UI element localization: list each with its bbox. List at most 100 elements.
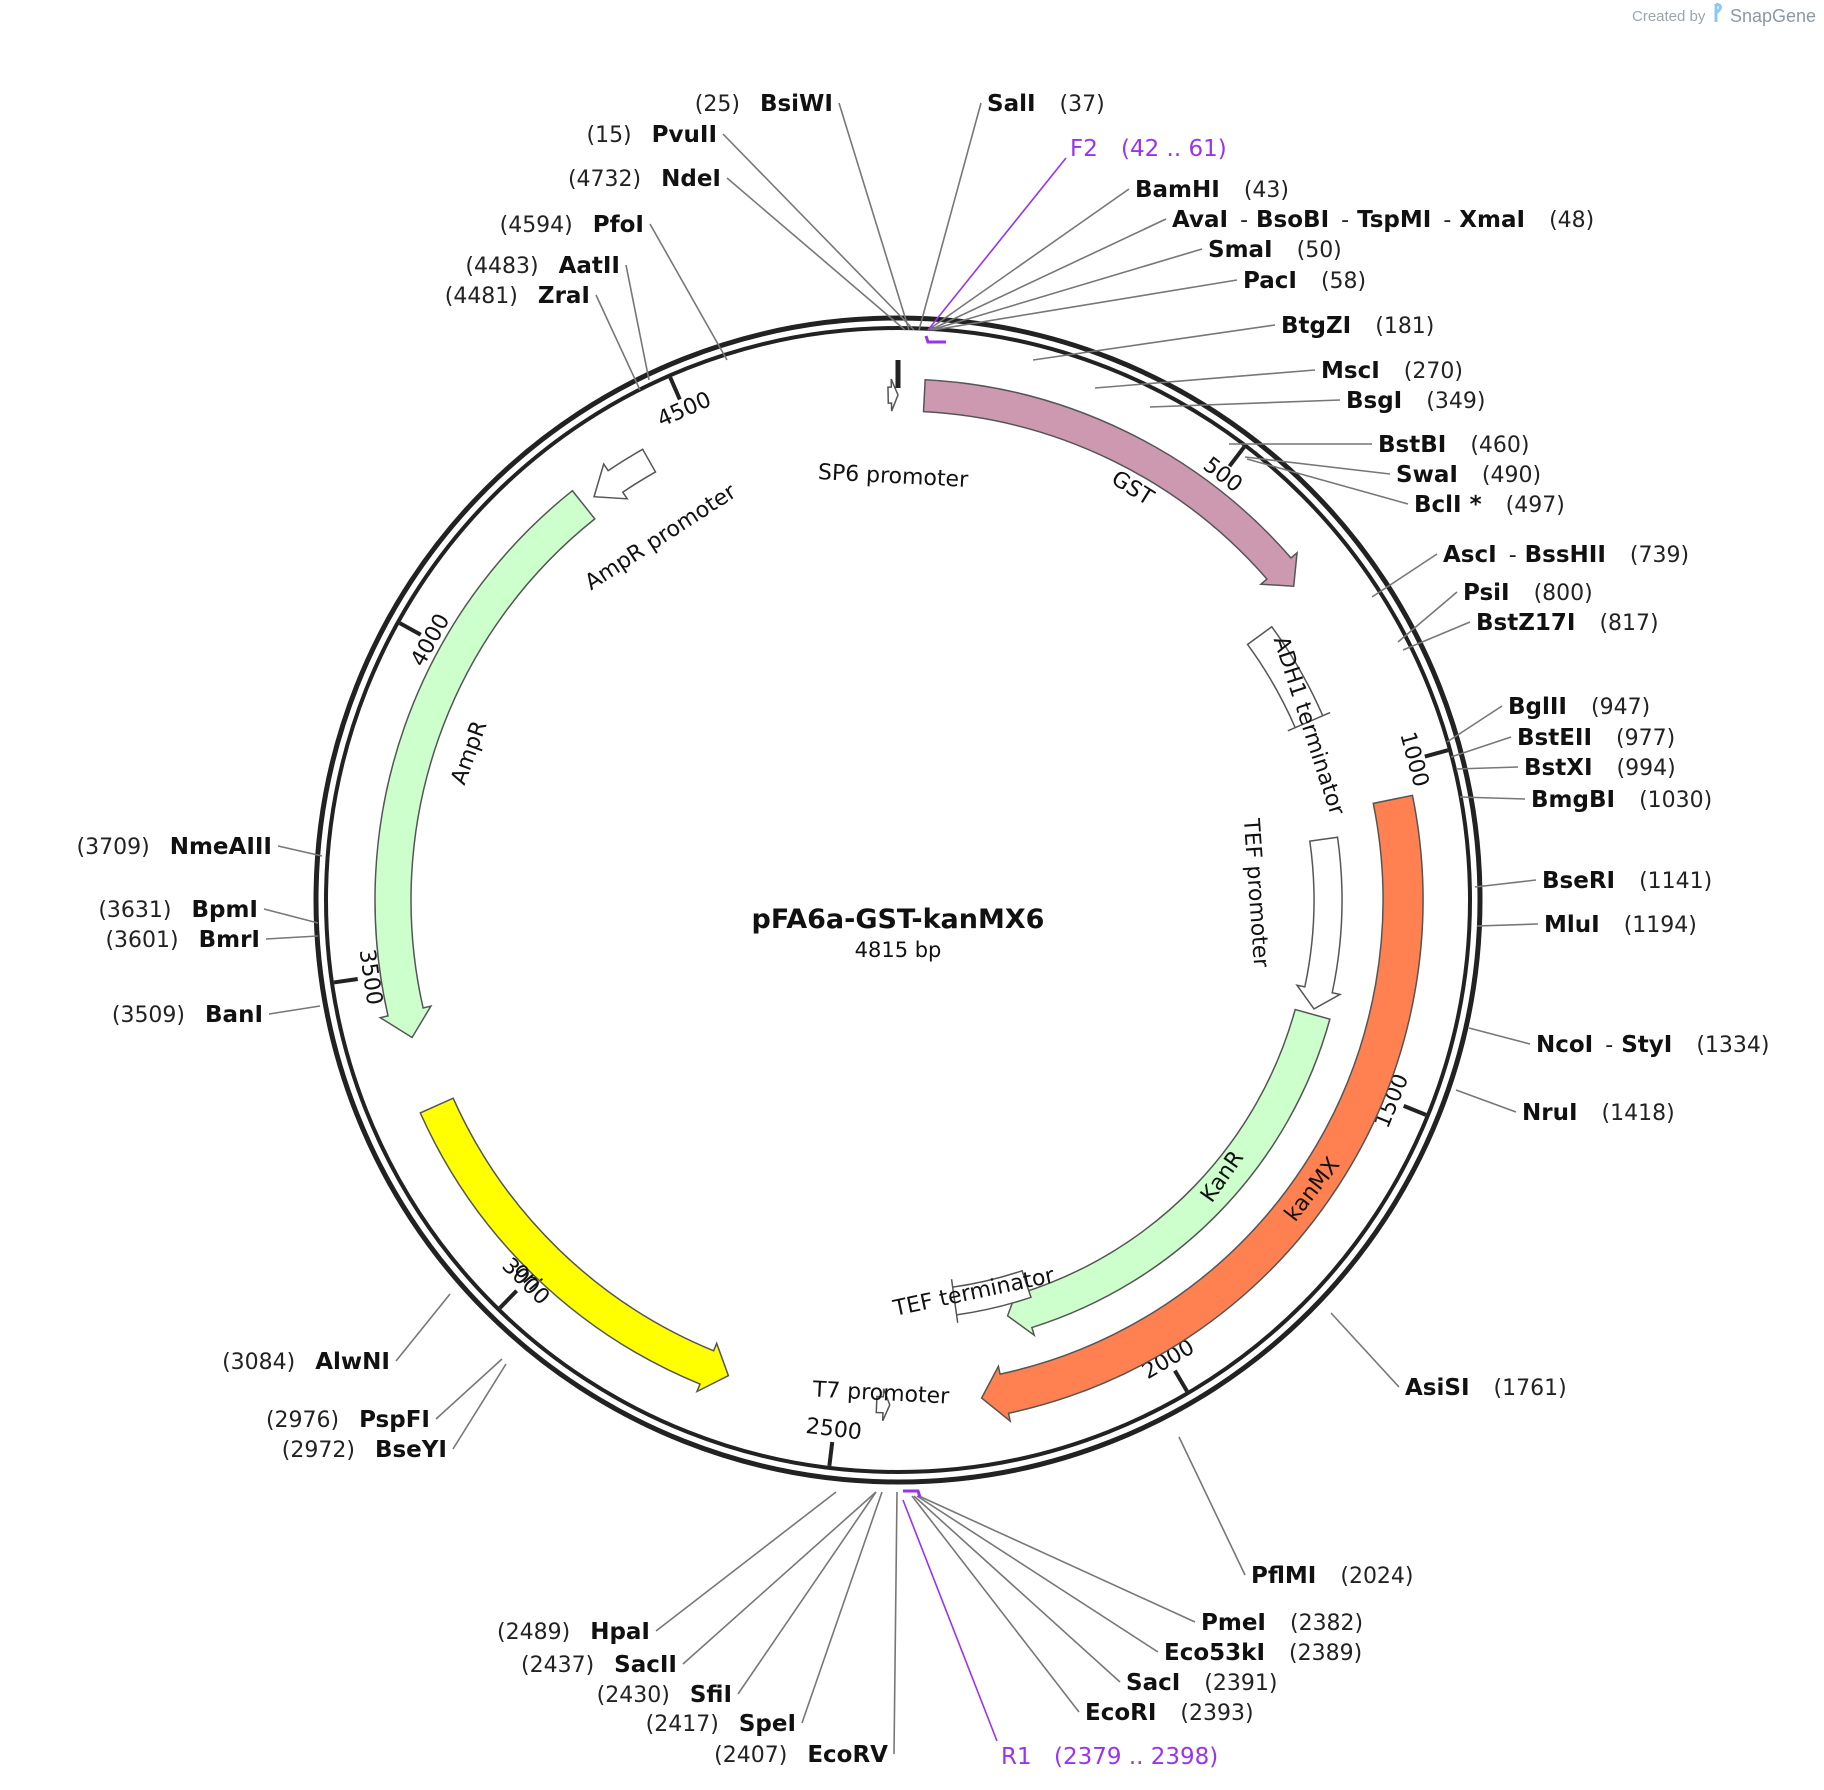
site-label-ncoi[interactable]: NcoI-StyI(1334) — [1536, 1032, 1769, 1058]
site-name: BsgI — [1346, 388, 1402, 414]
site-position: (2407) — [714, 1743, 787, 1768]
site-name: BclI * — [1414, 492, 1482, 518]
feature-t7-promoter-arrow[interactable] — [875, 1388, 891, 1422]
site-name: AvaI — [1172, 207, 1228, 233]
site-label-hpai[interactable]: (2489)HpaI — [497, 1619, 650, 1645]
site-label-bglii[interactable]: BglII(947) — [1508, 694, 1650, 720]
site-label-alwni[interactable]: (3084)AlwNI — [222, 1349, 390, 1375]
site-text: (2417)SpeI — [646, 1711, 796, 1737]
site-label-nrui[interactable]: NruI (1418) — [1522, 1100, 1675, 1126]
site-name: PspFI — [359, 1407, 430, 1433]
site-leader-line — [911, 1495, 1080, 1713]
feature-ampr-arrow[interactable] — [374, 489, 596, 1039]
site-label-pvuii[interactable]: (15)PvuII — [586, 122, 717, 148]
site-text: (3601)BmrI — [105, 927, 260, 953]
site-label-bmri[interactable]: (3601)BmrI — [105, 927, 260, 953]
site-text: (3631)BpmI — [98, 897, 258, 923]
site-label-bseyi[interactable]: (2972)BseYI — [282, 1437, 447, 1463]
tick-label: 4500 — [654, 387, 715, 432]
site-label-bsgi[interactable]: BsgI(349) — [1346, 388, 1485, 414]
site-label-saci[interactable]: SacI(2391) — [1126, 1670, 1277, 1696]
tick-mark — [1173, 1369, 1189, 1393]
site-label-sfii[interactable]: (2430)SfiI — [597, 1682, 732, 1708]
site-name: SwaI — [1396, 462, 1458, 488]
primer-label-r1[interactable]: R1 (2379 .. 2398) — [1001, 1744, 1218, 1770]
site-label-asisi[interactable]: AsiSI(1761) — [1405, 1375, 1567, 1401]
site-leader-line — [1459, 796, 1526, 800]
site-label-ndei[interactable]: (4732)NdeI — [568, 166, 721, 192]
plasmid-backbone — [313, 315, 1483, 1485]
feature-sp6-promoter-arrow[interactable] — [887, 378, 899, 412]
site-label-bseri[interactable]: BseRI(1141) — [1542, 868, 1712, 894]
site-text: (4594)PfoI — [500, 212, 644, 238]
feature-kanr-arrow[interactable] — [1006, 1008, 1331, 1338]
feature-adh1-terminator-box[interactable] — [1246, 625, 1331, 732]
site-text: (2972)BseYI — [282, 1437, 447, 1463]
site-leader-line — [452, 1363, 507, 1450]
site-label-pspfi[interactable]: (2976)PspFI — [266, 1407, 430, 1433]
site-text: (2430)SfiI — [597, 1682, 732, 1708]
site-label-swai[interactable]: SwaI(490) — [1396, 462, 1541, 488]
site-position: (1418) — [1602, 1101, 1675, 1126]
site-label-bamhi[interactable]: BamHI(43) — [1135, 177, 1289, 203]
site-text: BstZ17I(817) — [1476, 610, 1659, 636]
site-label-bmgbi[interactable]: BmgBI(1030) — [1531, 787, 1712, 813]
site-label-ecorv[interactable]: (2407)EcoRV — [714, 1742, 888, 1768]
site-label-zrai[interactable]: (4481)ZraI — [445, 283, 590, 309]
primer-label-f2[interactable]: F2 (42 .. 61) — [1070, 136, 1227, 162]
site-label-pmei[interactable]: PmeI (2382) — [1201, 1610, 1363, 1636]
site-leader-line — [265, 935, 319, 940]
site-name: SacII — [614, 1652, 677, 1678]
feature-ori-arrow[interactable] — [419, 1097, 730, 1394]
site-leader-line — [838, 102, 910, 331]
site-name: NmeAIII — [170, 834, 272, 860]
feature-tef-terminator-box[interactable] — [950, 1269, 1032, 1323]
site-label-bpmi[interactable]: (3631)BpmI — [98, 897, 258, 923]
site-label-spei[interactable]: (2417)SpeI — [646, 1711, 796, 1737]
site-label-bstz17i[interactable]: BstZ17I(817) — [1476, 610, 1659, 636]
site-label-ecori[interactable]: EcoRI(2393) — [1085, 1700, 1254, 1726]
site-label-avai[interactable]: AvaI-BsoBI-TspMI-XmaI(48) — [1172, 207, 1594, 233]
site-leader-line — [1094, 369, 1316, 389]
site-name: NruI — [1522, 1100, 1578, 1126]
site-label-bstbi[interactable]: BstBI(460) — [1378, 432, 1529, 458]
feature-ampr-promoter-arrow[interactable] — [593, 448, 657, 500]
feature-gst-arrow[interactable] — [922, 378, 1299, 588]
feature-tef-promoter-arrow[interactable] — [1295, 836, 1343, 1010]
feature-kanmx-arrow[interactable] — [980, 794, 1424, 1423]
site-label-bcli[interactable]: BclI *(497) — [1414, 492, 1565, 518]
site-label-sacii[interactable]: (2437)SacII — [521, 1652, 677, 1678]
site-label-sali[interactable]: SalI(37) — [987, 91, 1105, 117]
site-label-bani[interactable]: (3509)BanI — [112, 1002, 263, 1028]
site-label-pfoi[interactable]: (4594)PfoI — [500, 212, 644, 238]
site-label-btgzi[interactable]: BtgZI(181) — [1281, 313, 1434, 339]
site-label-paci[interactable]: PacI(58) — [1243, 268, 1366, 294]
snapgene-credit[interactable]: Created by SnapGene — [1632, 2, 1816, 26]
site-text: SwaI(490) — [1396, 462, 1541, 488]
site-label-msci[interactable]: MscI(270) — [1321, 358, 1463, 384]
site-position: (2417) — [646, 1712, 719, 1737]
site-label-bsiwi[interactable]: (25)BsiWI — [695, 91, 833, 117]
site-name: PmeI — [1201, 1610, 1266, 1636]
site-position: (2024) — [1340, 1564, 1413, 1589]
site-label-pflmi[interactable]: PflMI(2024) — [1251, 1563, 1414, 1589]
site-leader-line — [722, 133, 915, 331]
site-position: (43) — [1244, 178, 1289, 203]
site-label-smai[interactable]: SmaI(50) — [1208, 237, 1342, 263]
site-name: BmgBI — [1531, 787, 1615, 813]
site-label-nmeaiii[interactable]: (3709)NmeAIII — [77, 834, 272, 860]
site-label-mlui[interactable]: MluI(1194) — [1544, 912, 1697, 938]
site-label-asci[interactable]: AscI-BssHII(739) — [1443, 542, 1689, 568]
tick-mark — [827, 1441, 835, 1467]
site-position: (2382) — [1290, 1611, 1363, 1636]
site-label-bsteii[interactable]: BstEII(977) — [1517, 725, 1675, 751]
site-label-aatii[interactable]: (4483)AatII — [465, 253, 620, 279]
site-label-eco53ki[interactable]: Eco53kI(2389) — [1164, 1640, 1362, 1666]
site-leader-line — [1446, 705, 1503, 743]
site-label-bstxi[interactable]: BstXI(994) — [1524, 755, 1676, 781]
site-name: PacI — [1243, 268, 1297, 294]
site-text: AvaI-BsoBI-TspMI-XmaI(48) — [1172, 207, 1594, 233]
site-text: BglII(947) — [1508, 694, 1650, 720]
site-label-psii[interactable]: PsiI(800) — [1463, 580, 1593, 606]
site-leader-line — [625, 264, 650, 381]
